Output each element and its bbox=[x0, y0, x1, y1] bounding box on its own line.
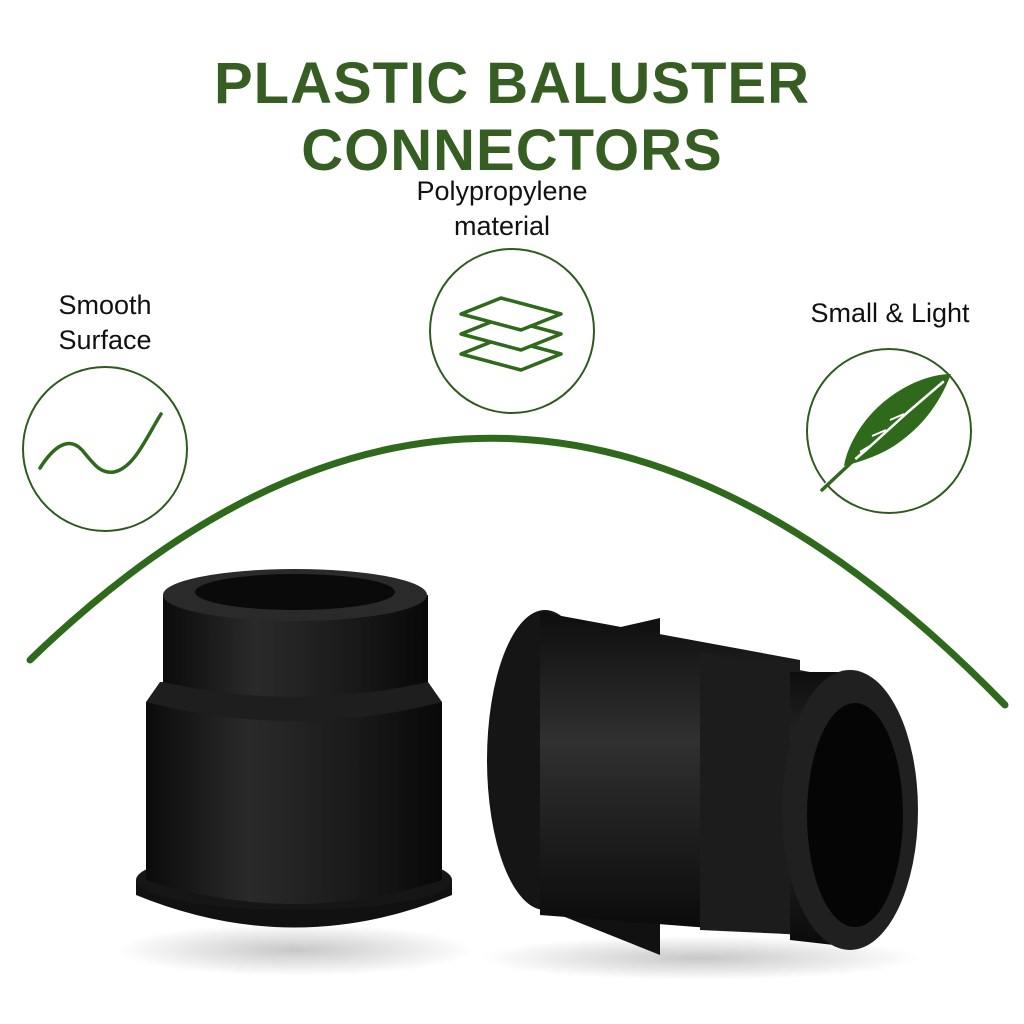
feather-icon bbox=[820, 374, 951, 492]
upright-connector bbox=[115, 569, 475, 976]
feature-label-small-light: Small & Light bbox=[810, 298, 970, 328]
page-title: PLASTIC BALUSTER CONNECTORS bbox=[214, 51, 810, 183]
layers-icon bbox=[459, 296, 563, 372]
feature-label-smooth-surface: Smooth Surface bbox=[58, 290, 152, 355]
feature-label-polypropylene: Polypropylene material bbox=[416, 176, 588, 241]
feature-circle-material bbox=[429, 248, 595, 414]
wave-line-icon bbox=[38, 412, 163, 474]
tipped-connector bbox=[480, 610, 920, 980]
feature-circle-smooth bbox=[22, 366, 188, 532]
feature-circle-light bbox=[806, 348, 972, 514]
